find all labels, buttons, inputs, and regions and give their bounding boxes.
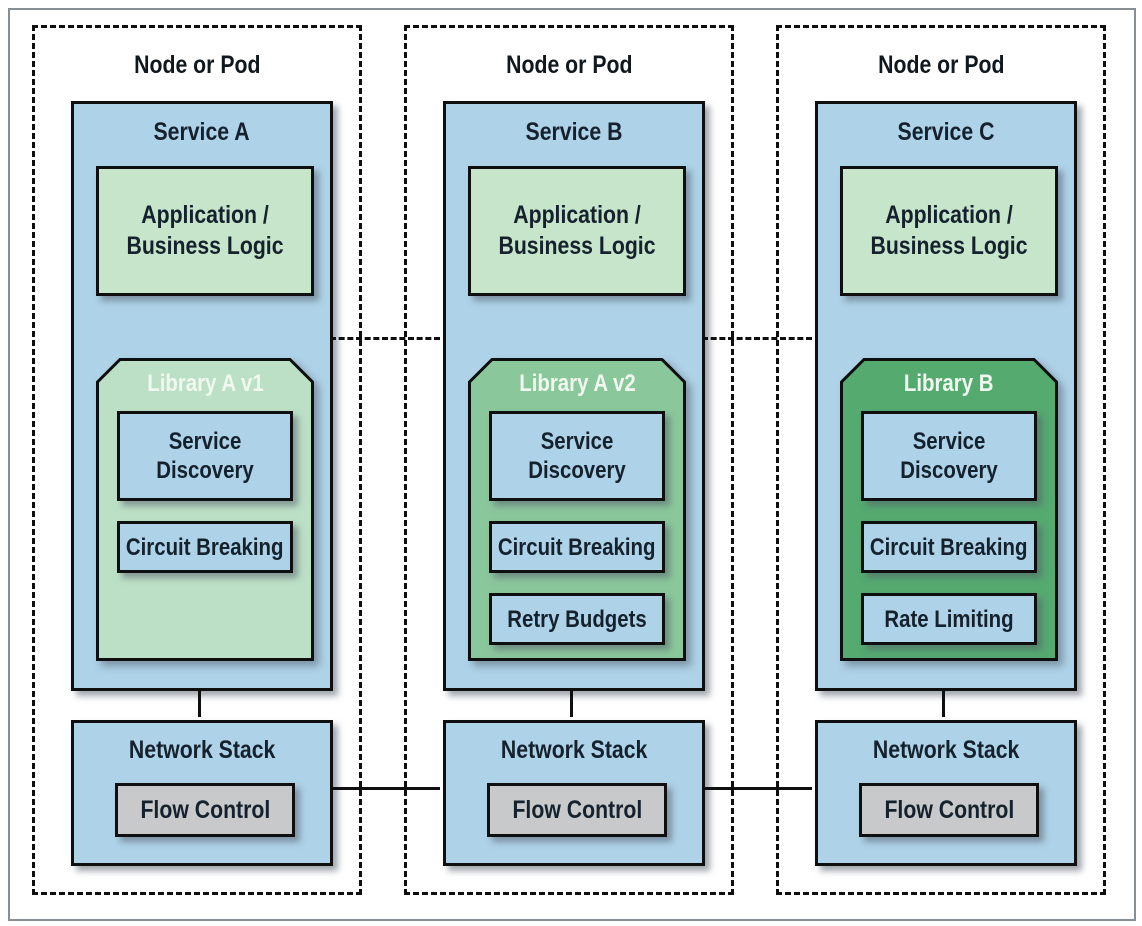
pod-label-text: Node or Pod	[877, 51, 1005, 79]
library-a-v1-box: Library A v1 Service Discovery Circuit B…	[96, 358, 314, 661]
connector-service-network-3	[942, 688, 945, 717]
connector-network-b-c	[702, 787, 812, 790]
service-c-title: Service C	[897, 118, 995, 146]
app-business-logic-label: Application / Business Logic	[126, 201, 284, 260]
node-pod-2: Node or Pod Service B Application / Busi…	[404, 25, 734, 895]
network-stack-title: Network Stack	[500, 736, 648, 764]
network-stack-box-3: Network Stack Flow Control	[815, 720, 1077, 866]
service-a-title: Service A	[153, 118, 251, 146]
feature-circuit-breaking: Circuit Breaking	[489, 521, 665, 573]
figure-frame	[8, 8, 1136, 921]
app-business-logic-box: Application / Business Logic	[96, 166, 314, 296]
app-business-logic-label: Application / Business Logic	[870, 201, 1028, 260]
library-title: Library B	[904, 370, 994, 397]
feature-service-discovery: Service Discovery	[117, 411, 293, 501]
library-title: Library A v2	[518, 370, 636, 397]
node-pod-3: Node or Pod Service C Application / Busi…	[776, 25, 1106, 895]
feature-retry-budgets: Retry Budgets	[489, 593, 665, 645]
network-stack-title: Network Stack	[128, 736, 276, 764]
library-shape	[96, 358, 314, 661]
feature-circuit-breaking: Circuit Breaking	[117, 521, 293, 573]
library-a-v2-box: Library A v2 Service Discovery Circuit B…	[468, 358, 686, 661]
connector-network-a-b	[330, 787, 440, 790]
app-business-logic-box: Application / Business Logic	[468, 166, 686, 296]
flow-control-box-3: Flow Control	[859, 783, 1039, 837]
connector-service-network-2	[570, 688, 573, 717]
pod-label-text: Node or Pod	[133, 51, 261, 79]
feature-service-discovery: Service Discovery	[861, 411, 1037, 501]
service-a-box: Service A Application / Business Logic L…	[71, 101, 333, 691]
app-business-logic-label: Application / Business Logic	[498, 201, 656, 260]
pod-label: Node or Pod	[35, 50, 359, 80]
service-b-title: Service B	[525, 118, 623, 146]
feature-rate-limiting: Rate Limiting	[861, 593, 1037, 645]
connector-library-a-b-dashed	[330, 337, 440, 340]
service-c-box: Service C Application / Business Logic L…	[815, 101, 1077, 691]
flow-control-box-2: Flow Control	[487, 783, 667, 837]
network-stack-box-1: Network Stack Flow Control	[71, 720, 333, 866]
feature-service-discovery: Service Discovery	[489, 411, 665, 501]
library-b-box: Library B Service Discovery Circuit Brea…	[840, 358, 1058, 661]
node-pod-1: Node or Pod Service A Application / Busi…	[32, 25, 362, 895]
connector-service-network-1	[198, 688, 201, 717]
library-title: Library A v1	[146, 370, 264, 397]
library-shape-polygon	[96, 358, 314, 661]
feature-circuit-breaking: Circuit Breaking	[861, 521, 1037, 573]
pod-label: Node or Pod	[779, 50, 1103, 80]
pod-label: Node or Pod	[407, 50, 731, 80]
flow-control-box-1: Flow Control	[115, 783, 295, 837]
pod-label-text: Node or Pod	[505, 51, 633, 79]
connector-library-b-c-dashed	[702, 337, 812, 340]
network-stack-title: Network Stack	[872, 736, 1020, 764]
network-stack-box-2: Network Stack Flow Control	[443, 720, 705, 866]
service-b-box: Service B Application / Business Logic L…	[443, 101, 705, 691]
app-business-logic-box: Application / Business Logic	[840, 166, 1058, 296]
